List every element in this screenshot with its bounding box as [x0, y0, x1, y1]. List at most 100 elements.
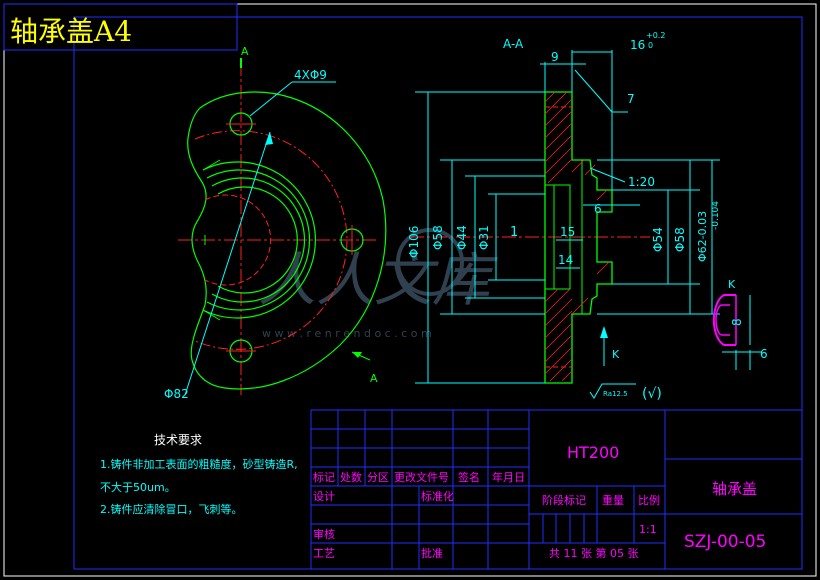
- tb-header-zone: 分区: [367, 471, 389, 484]
- tb-part-name: 轴承盖: [712, 480, 757, 498]
- boss-arc-2: [206, 169, 311, 311]
- roughness-value: Ra12.5: [603, 390, 628, 398]
- tech-requirements: 技术要求 1.铸件非加工表面的粗糙度，砂型铸造R, 不大于50um。 2.铸件应…: [100, 433, 298, 516]
- dim-16-tol-lower: 0: [648, 41, 653, 50]
- dim-1: 1: [510, 225, 518, 240]
- dia82-label: Φ82: [164, 387, 189, 401]
- hatch-line: [544, 91, 568, 115]
- tb-header-mark: 标记: [313, 470, 335, 484]
- view-k-label: K: [612, 348, 620, 361]
- boss-arc-3: [211, 177, 306, 303]
- dim-31: Φ31: [477, 225, 491, 250]
- hatch-line: [544, 122, 573, 151]
- drawing-title: 轴承盖A4: [10, 15, 132, 48]
- tb-scale-label: 比例: [638, 493, 660, 507]
- hatch-line: [547, 158, 573, 184]
- bore-slot: [553, 184, 571, 290]
- hatch-line: [544, 91, 556, 103]
- section-letter-top: A: [241, 45, 249, 58]
- tech-req-line-3: 2.铸件应清除冒口，飞刺等。: [100, 502, 243, 516]
- taper-ratio: 1:20: [628, 175, 655, 189]
- section-outline: [544, 91, 613, 384]
- bolt-circle: [194, 130, 348, 350]
- tech-req-heading: 技术要求: [154, 433, 202, 447]
- hatch-line: [596, 189, 608, 201]
- top-dims: [540, 50, 628, 190]
- hatch-line: [544, 288, 559, 303]
- dim-62-lower: -0.104: [711, 201, 721, 230]
- tb-drawing-no: SZJ-00-05: [684, 532, 766, 552]
- roughness-check: (√): [642, 386, 662, 402]
- hatch-line: [596, 261, 610, 275]
- tb-header-change: 更改文件号: [394, 470, 449, 484]
- dim-14: 14: [558, 253, 573, 267]
- detail-k-slot-outer: [712, 294, 736, 346]
- front-view: 4XΦ9 Φ82 A A: [164, 45, 387, 401]
- tb-design: 设计: [313, 490, 335, 503]
- taper-leader: [589, 167, 626, 183]
- hatch-line: [544, 310, 573, 339]
- boss-arc-inner: [217, 186, 298, 294]
- detail-k-slot-inner: [715, 304, 730, 336]
- tb-review: 审核: [313, 527, 335, 541]
- dim-54: Φ54: [651, 227, 665, 252]
- flange-outline: [187, 91, 387, 390]
- tb-header-sign: 签名: [458, 470, 480, 484]
- hatch-line: [544, 334, 573, 363]
- title-block-grid: [310, 409, 803, 570]
- hatch-line: [544, 288, 571, 315]
- hatch-line: [544, 298, 573, 327]
- section-view: A-A: [407, 31, 721, 402]
- watermark-url: w w w . r e n r e n d o c . c o m: [262, 327, 432, 340]
- tb-material: HT200: [567, 443, 619, 462]
- dim-58-left: Φ58: [431, 225, 445, 250]
- hole-callout: 4XΦ9: [294, 68, 327, 82]
- tb-standard: 标准化: [421, 489, 454, 503]
- dia82-leader: [184, 131, 271, 396]
- detail-k: K 8 6: [712, 278, 768, 370]
- title-block-text: 标记 处数 分区 更改文件号 签名 年月日 设计 标准化 审核 工艺 批准 阶段…: [313, 443, 766, 560]
- hatch-line: [571, 297, 589, 315]
- dim-15: 15: [560, 225, 575, 239]
- view-k-arrowhead: [600, 326, 608, 338]
- hatch-line: [549, 358, 573, 382]
- left-dims: [415, 91, 545, 384]
- tb-weight: 重量: [602, 493, 624, 507]
- dim-44: Φ44: [455, 225, 469, 250]
- hidden-bore-arc: [204, 194, 272, 286]
- hatch-line: [544, 146, 573, 175]
- section-hatch: [544, 91, 610, 382]
- tb-process: 工艺: [313, 547, 335, 560]
- dim-58-right: Φ58: [673, 227, 687, 252]
- section-letter-bottom: A: [370, 372, 378, 385]
- tb-approve: 批准: [421, 546, 443, 560]
- tech-req-line-2: 不大于50um。: [100, 480, 176, 494]
- dim-6: 6: [594, 202, 602, 216]
- outer-frame: [3, 3, 817, 577]
- tb-stage: 阶段标记: [542, 493, 586, 507]
- boss-edge-bottom: [202, 309, 221, 321]
- section-title: A-A: [503, 37, 524, 51]
- right-dims: [556, 159, 720, 315]
- tb-header-date: 年月日: [492, 470, 525, 484]
- hatch-line: [544, 110, 573, 139]
- title-box: [3, 3, 238, 51]
- roughness-symbol: [589, 383, 636, 399]
- dim-16-tol-upper: +0.2: [646, 31, 665, 40]
- tb-scale: 1:1: [639, 523, 657, 536]
- item-7-leader: [574, 69, 613, 113]
- detail-k-dim-8: 8: [730, 318, 744, 326]
- dim-106: Φ106: [407, 226, 421, 258]
- hatch-line: [571, 159, 585, 173]
- hatch-line: [544, 322, 573, 351]
- dia82-arrow: [265, 132, 273, 145]
- detail-k-label: K: [728, 278, 736, 291]
- hatch-line: [544, 98, 573, 127]
- hatch-line: [561, 370, 573, 382]
- hatch-line: [584, 164, 596, 176]
- title-block-border: [310, 409, 803, 570]
- tb-header-count: 处数: [340, 471, 362, 484]
- boss-edge-top: [202, 159, 221, 171]
- dim-16: 16: [630, 38, 645, 52]
